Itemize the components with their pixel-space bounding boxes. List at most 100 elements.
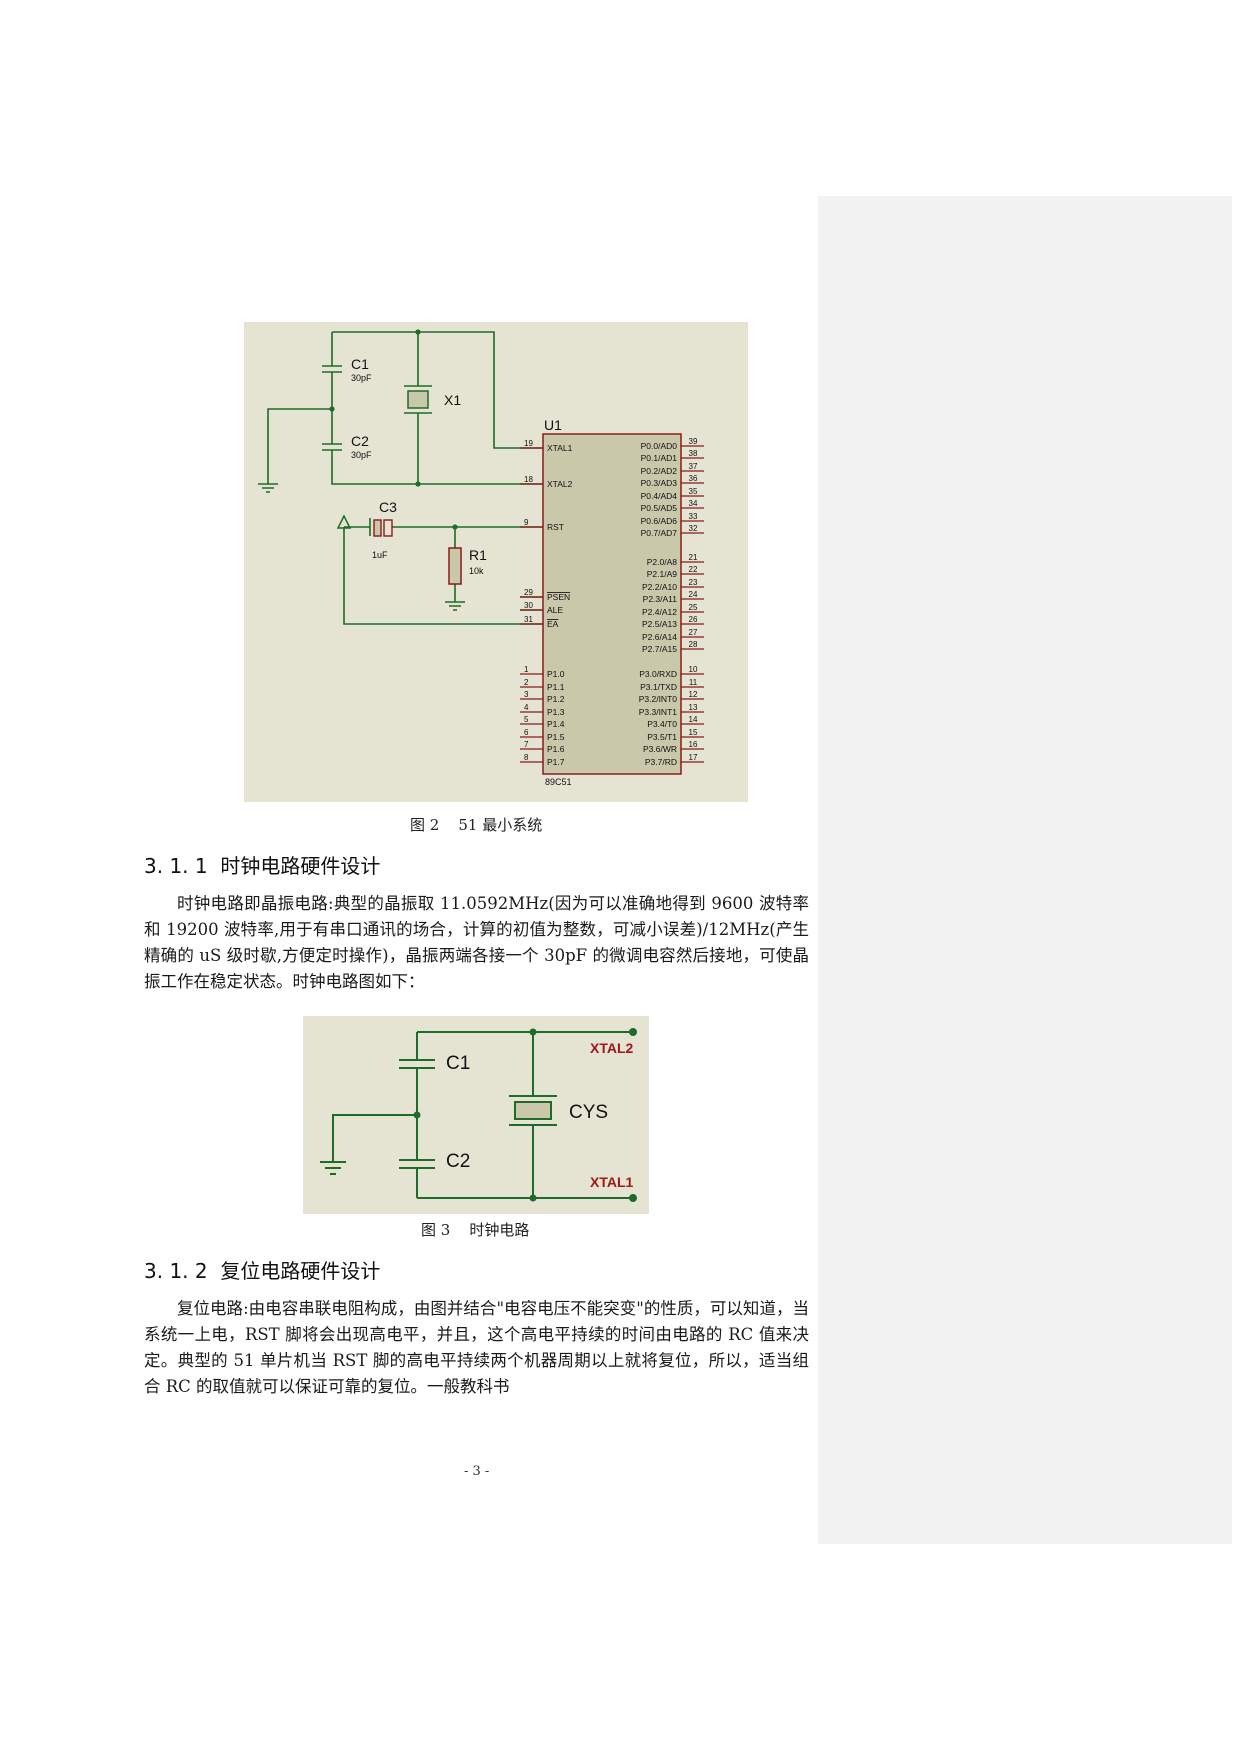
label-r1: R1 bbox=[469, 547, 487, 563]
pin-number: 29 bbox=[524, 588, 533, 597]
pin-number: 16 bbox=[689, 740, 698, 749]
section-312-text: 复位电路:由电容串联电阻构成，由图并结合"电容电压不能突变"的性质，可以知道，当… bbox=[144, 1299, 809, 1396]
pin-number: 7 bbox=[524, 740, 529, 749]
pin-number: 17 bbox=[689, 753, 698, 762]
pin-name: P2.1/A9 bbox=[647, 569, 678, 579]
pin-number: 24 bbox=[689, 590, 698, 599]
schematic-51-minimal-system: C1 30pF C2 30pF X1 U1 C3 1uF R1 10k 89C5… bbox=[258, 329, 704, 787]
pin-number: 27 bbox=[689, 628, 698, 637]
pin-number: 6 bbox=[524, 728, 529, 737]
pin-name: P3.2/INT0 bbox=[639, 694, 678, 704]
pin-number: 9 bbox=[524, 518, 529, 527]
clock-label-c1: C1 bbox=[446, 1053, 470, 1074]
pin-name: P2.6/A14 bbox=[642, 632, 677, 642]
pin-number: 37 bbox=[689, 462, 698, 471]
pin-name: P1.0 bbox=[547, 669, 565, 679]
clock-label-cys: CYS bbox=[569, 1102, 608, 1123]
pin-number: 39 bbox=[689, 437, 698, 446]
pin-name: P1.6 bbox=[547, 744, 565, 754]
section-312-paragraph: 复位电路:由电容串联电阻构成，由图并结合"电容电压不能突变"的性质，可以知道，当… bbox=[144, 1296, 809, 1400]
label-c1: C1 bbox=[351, 356, 369, 372]
net-label-xtal1: XTAL1 bbox=[590, 1174, 634, 1190]
chip-89c51-body bbox=[542, 433, 682, 775]
pin-name: RST bbox=[547, 522, 564, 532]
pin-name: P3.5/T1 bbox=[647, 732, 677, 742]
pin-name: P1.5 bbox=[547, 732, 565, 742]
pin-number: 11 bbox=[689, 678, 698, 687]
pin-number: 31 bbox=[524, 615, 533, 624]
pin-number: 28 bbox=[689, 640, 698, 649]
pin-number: 15 bbox=[689, 728, 698, 737]
pin-number: 34 bbox=[689, 499, 698, 508]
figure3-caption: 图 3 时钟电路 bbox=[421, 1221, 530, 1239]
pin-name: P0.5/AD5 bbox=[641, 503, 678, 513]
pin-name: P1.7 bbox=[547, 757, 565, 767]
pin-name: P2.4/A12 bbox=[642, 607, 677, 617]
pin-number: 13 bbox=[689, 703, 698, 712]
pin-name: P0.6/AD6 bbox=[641, 516, 678, 526]
pin-name: P0.3/AD3 bbox=[641, 478, 678, 488]
pin-name: P0.7/AD7 bbox=[641, 528, 678, 538]
section-312-heading: 3. 1. 2 复位电路硬件设计 bbox=[144, 1259, 381, 1283]
pin-name: XTAL2 bbox=[547, 479, 573, 489]
pin-number: 26 bbox=[689, 615, 698, 624]
pin-number: 3 bbox=[524, 690, 529, 699]
pin-number: 36 bbox=[689, 474, 698, 483]
label-r1-value: 10k bbox=[469, 566, 484, 576]
pin-name: ALE bbox=[547, 605, 563, 615]
pin-number: 19 bbox=[524, 439, 533, 448]
section-311-text: 时钟电路即晶振电路:典型的晶振取 11.0592MHz(因为可以准确地得到 96… bbox=[144, 894, 809, 991]
label-c3-value: 1uF bbox=[372, 550, 388, 560]
label-c1-value: 30pF bbox=[351, 373, 372, 383]
pin-number: 30 bbox=[524, 601, 533, 610]
pin-number: 23 bbox=[689, 578, 698, 587]
component-bodies bbox=[329, 329, 682, 775]
schematic-wires bbox=[258, 331, 550, 625]
pin-number: 2 bbox=[524, 678, 529, 687]
pin-name: P1.3 bbox=[547, 707, 565, 717]
comment-margin-pane bbox=[818, 196, 1232, 1544]
pin-name: P2.7/A15 bbox=[642, 644, 677, 654]
pin-name: PSEN bbox=[547, 592, 570, 602]
pin-name: EA bbox=[547, 619, 559, 629]
pin-name: P2.3/A11 bbox=[643, 594, 678, 604]
pin-name: P2.0/A8 bbox=[647, 557, 678, 567]
clock-label-c2: C2 bbox=[446, 1151, 470, 1172]
pin-name: P1.4 bbox=[547, 719, 565, 729]
label-u1: U1 bbox=[544, 417, 562, 433]
label-c3: C3 bbox=[379, 499, 397, 515]
pin-name: P0.4/AD4 bbox=[641, 491, 678, 501]
section-311-paragraph: 时钟电路即晶振电路:典型的晶振取 11.0592MHz(因为可以准确地得到 96… bbox=[144, 891, 809, 995]
pin-number: 8 bbox=[524, 753, 529, 762]
label-c2: C2 bbox=[351, 433, 369, 449]
pin-number: 18 bbox=[524, 475, 533, 484]
pin-number: 1 bbox=[524, 665, 529, 674]
pin-name: P3.4/T0 bbox=[647, 719, 677, 729]
pin-number: 22 bbox=[689, 565, 698, 574]
figure2-caption: 图 2 51 最小系统 bbox=[410, 816, 543, 834]
pin-name: P3.3/INT1 bbox=[639, 707, 678, 717]
pin-number: 33 bbox=[689, 512, 698, 521]
pin-number: 21 bbox=[689, 553, 698, 562]
figure-51-minimal-system: C1 30pF C2 30pF X1 U1 C3 1uF R1 10k 89C5… bbox=[244, 322, 748, 802]
label-c2-value: 30pF bbox=[351, 450, 372, 460]
pin-name: P3.6/WR bbox=[643, 744, 677, 754]
label-chip-89c51: 89C51 bbox=[545, 777, 572, 787]
clock-wires bbox=[320, 1031, 633, 1199]
pin-name: P1.1 bbox=[547, 682, 565, 692]
net-label-xtal2: XTAL2 bbox=[590, 1040, 634, 1056]
pin-number: 4 bbox=[524, 703, 529, 712]
pin-number: 10 bbox=[689, 665, 698, 674]
pin-name: XTAL1 bbox=[547, 443, 573, 453]
pin-name: P0.0/AD0 bbox=[641, 441, 678, 451]
pin-name: P1.2 bbox=[547, 694, 565, 704]
schematic-clock-circuit: C1 C2 CYS XTAL2 XTAL1 bbox=[320, 1028, 637, 1202]
section-311-heading: 3. 1. 1 时钟电路硬件设计 bbox=[144, 854, 381, 878]
label-x1: X1 bbox=[444, 392, 461, 408]
pin-name: P0.1/AD1 bbox=[641, 453, 678, 463]
pin-number: 38 bbox=[689, 449, 698, 458]
pin-number: 25 bbox=[689, 603, 698, 612]
pin-number: 12 bbox=[689, 690, 698, 699]
page-number: - 3 - bbox=[464, 1464, 490, 1479]
pin-number: 5 bbox=[524, 715, 529, 724]
